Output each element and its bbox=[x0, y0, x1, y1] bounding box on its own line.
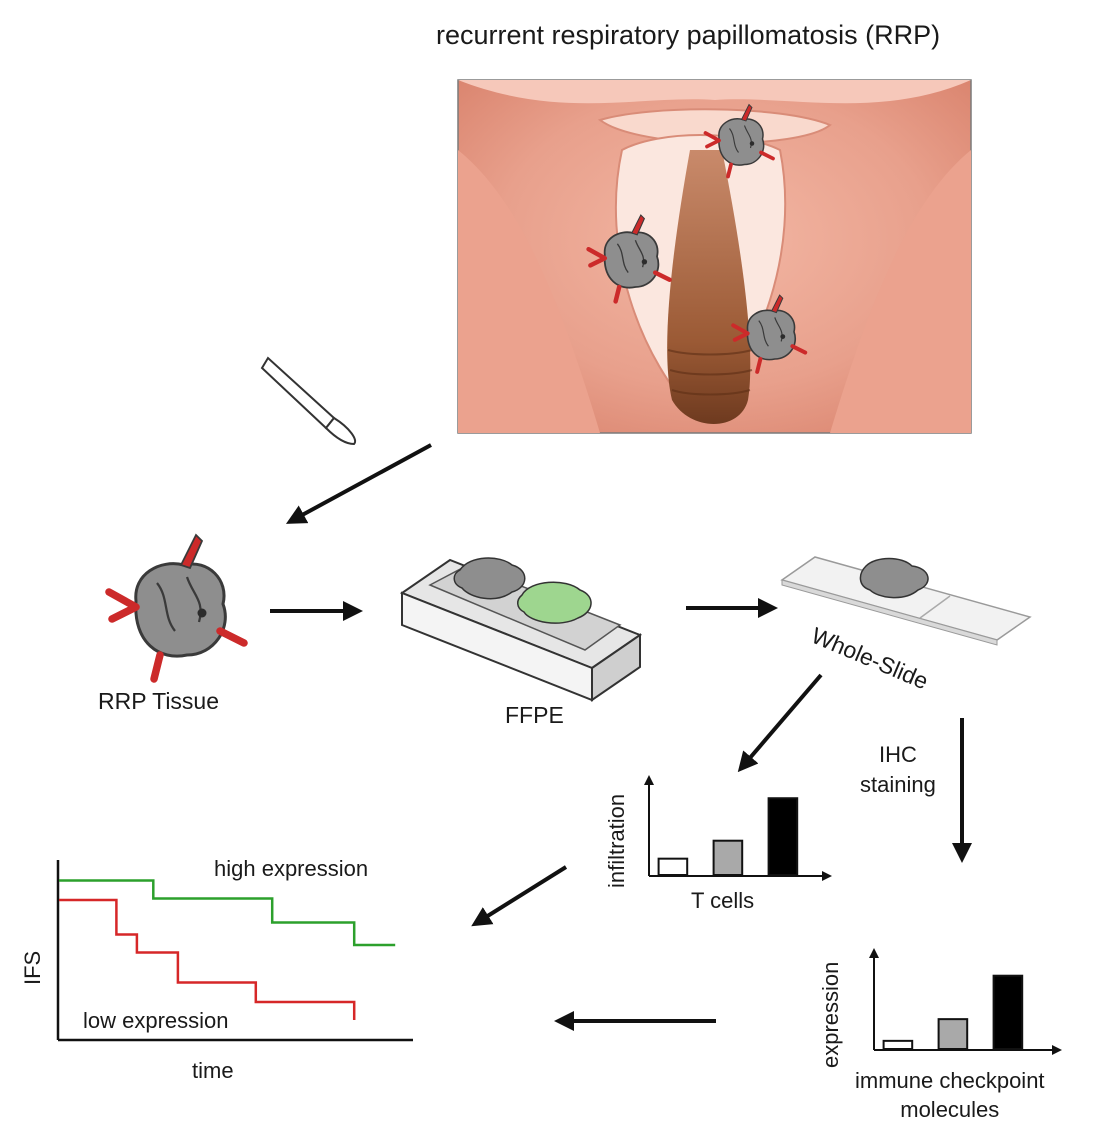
low-expression-curve bbox=[59, 898, 356, 1020]
rrp-tissue-label: RRP Tissue bbox=[98, 688, 220, 714]
ihc-staining-label: IHC staining bbox=[860, 740, 936, 800]
scalpel-icon bbox=[260, 356, 356, 446]
ffpe-cassette bbox=[399, 557, 643, 702]
larynx-illustration bbox=[457, 79, 972, 434]
ifs-survival-chart bbox=[56, 860, 413, 1042]
checkpoint-bar-2 bbox=[937, 1018, 969, 1051]
checkpoint-x-label: immune checkpoint molecules bbox=[855, 1066, 1045, 1124]
arrow-to-tissue bbox=[285, 443, 432, 524]
ihc-label-line1: IHC bbox=[878, 742, 917, 767]
ifs-y-label: IFS bbox=[20, 950, 45, 985]
series-label-low-expression: low expression bbox=[83, 1008, 229, 1033]
whole-slide-image bbox=[780, 556, 1032, 646]
checkpoint-bar-1 bbox=[882, 1039, 914, 1051]
page-title: recurrent respiratory papillomatosis (RR… bbox=[436, 20, 941, 50]
arrow-to-tcells bbox=[737, 673, 823, 773]
tcell-x-label: T cells bbox=[691, 888, 755, 913]
high-expression-curve bbox=[59, 879, 396, 947]
checkpoint-x-label-line2: molecules bbox=[900, 1097, 1000, 1122]
checkpoint-y-label: expression bbox=[818, 961, 843, 1068]
tcell-bar-1 bbox=[657, 857, 689, 877]
checkpoint-x-label-line1: immune checkpoint bbox=[855, 1068, 1045, 1093]
tcell-bar-3 bbox=[767, 797, 799, 877]
ffpe-label: FFPE bbox=[505, 702, 564, 728]
tcell-bar-2 bbox=[712, 839, 744, 877]
series-label-high-expression: high expression bbox=[214, 856, 369, 881]
rrp-tissue-image bbox=[109, 535, 244, 679]
arrow-tcells-to-ifs bbox=[471, 865, 568, 927]
checkpoint-bar-3 bbox=[992, 974, 1024, 1051]
checkpoint-expression-chart bbox=[869, 948, 1062, 1055]
tcell-y-label: infiltration bbox=[604, 793, 629, 888]
ihc-label-line2: staining bbox=[860, 772, 936, 797]
ifs-x-label: time bbox=[192, 1058, 234, 1083]
tcell-infiltration-chart bbox=[644, 775, 832, 881]
